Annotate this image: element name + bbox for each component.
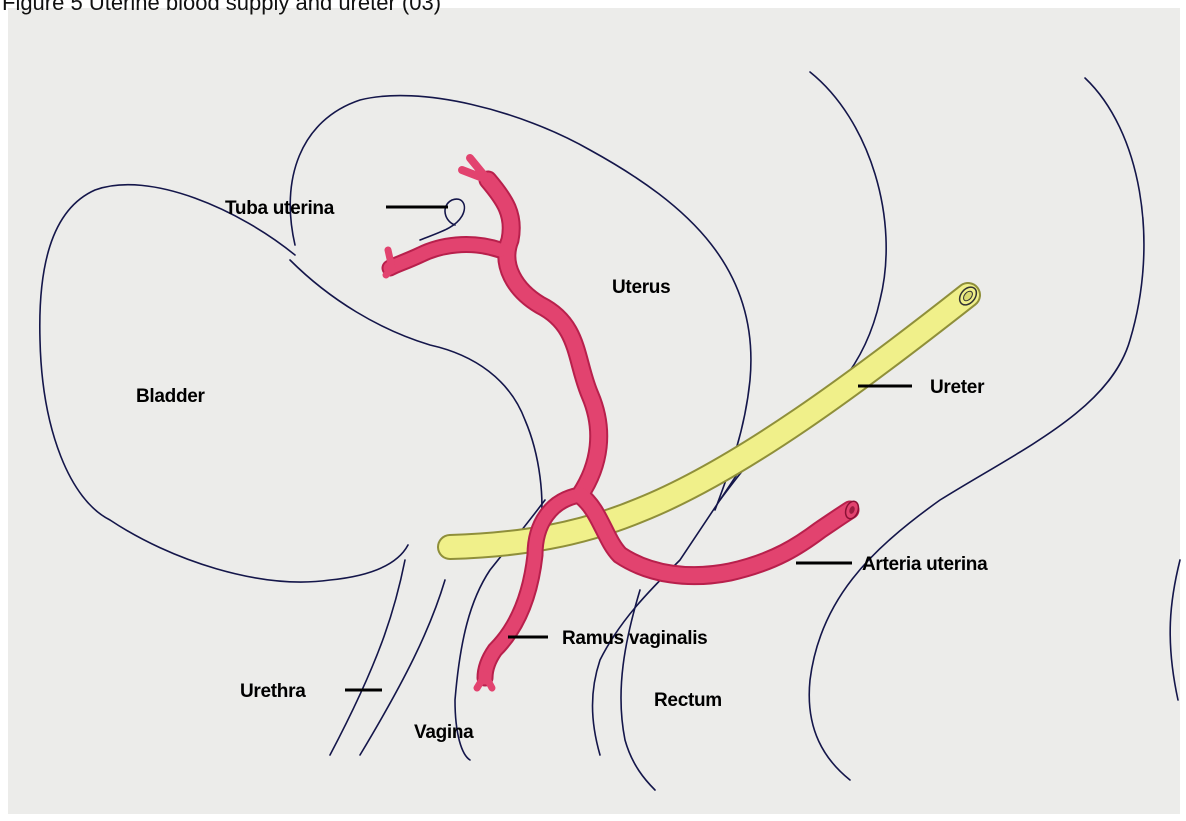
- label-vagina: Vagina: [414, 722, 474, 743]
- label-rectum: Rectum: [654, 690, 722, 711]
- label-uterus: Uterus: [612, 277, 670, 298]
- rectum-right-outline: [1170, 560, 1180, 700]
- bladder-outline: [40, 185, 408, 582]
- peritoneum-curve: [720, 72, 886, 500]
- tuba-uterina-loop: [420, 199, 464, 240]
- label-urethra: Urethra: [240, 681, 306, 702]
- label-tuba-uterina: Tuba uterina: [225, 198, 335, 219]
- label-ramus-vaginalis: Ramus vaginalis: [562, 628, 707, 649]
- label-ureter: Ureter: [930, 377, 985, 398]
- rectum-outline: [809, 78, 1144, 780]
- vesicouterine-outline: [290, 260, 542, 530]
- urethra-outline: [330, 560, 405, 755]
- label-arteria-uterina: Arteria uterina: [862, 554, 988, 575]
- label-bladder: Bladder: [136, 386, 206, 407]
- uterus-outline: [290, 96, 751, 510]
